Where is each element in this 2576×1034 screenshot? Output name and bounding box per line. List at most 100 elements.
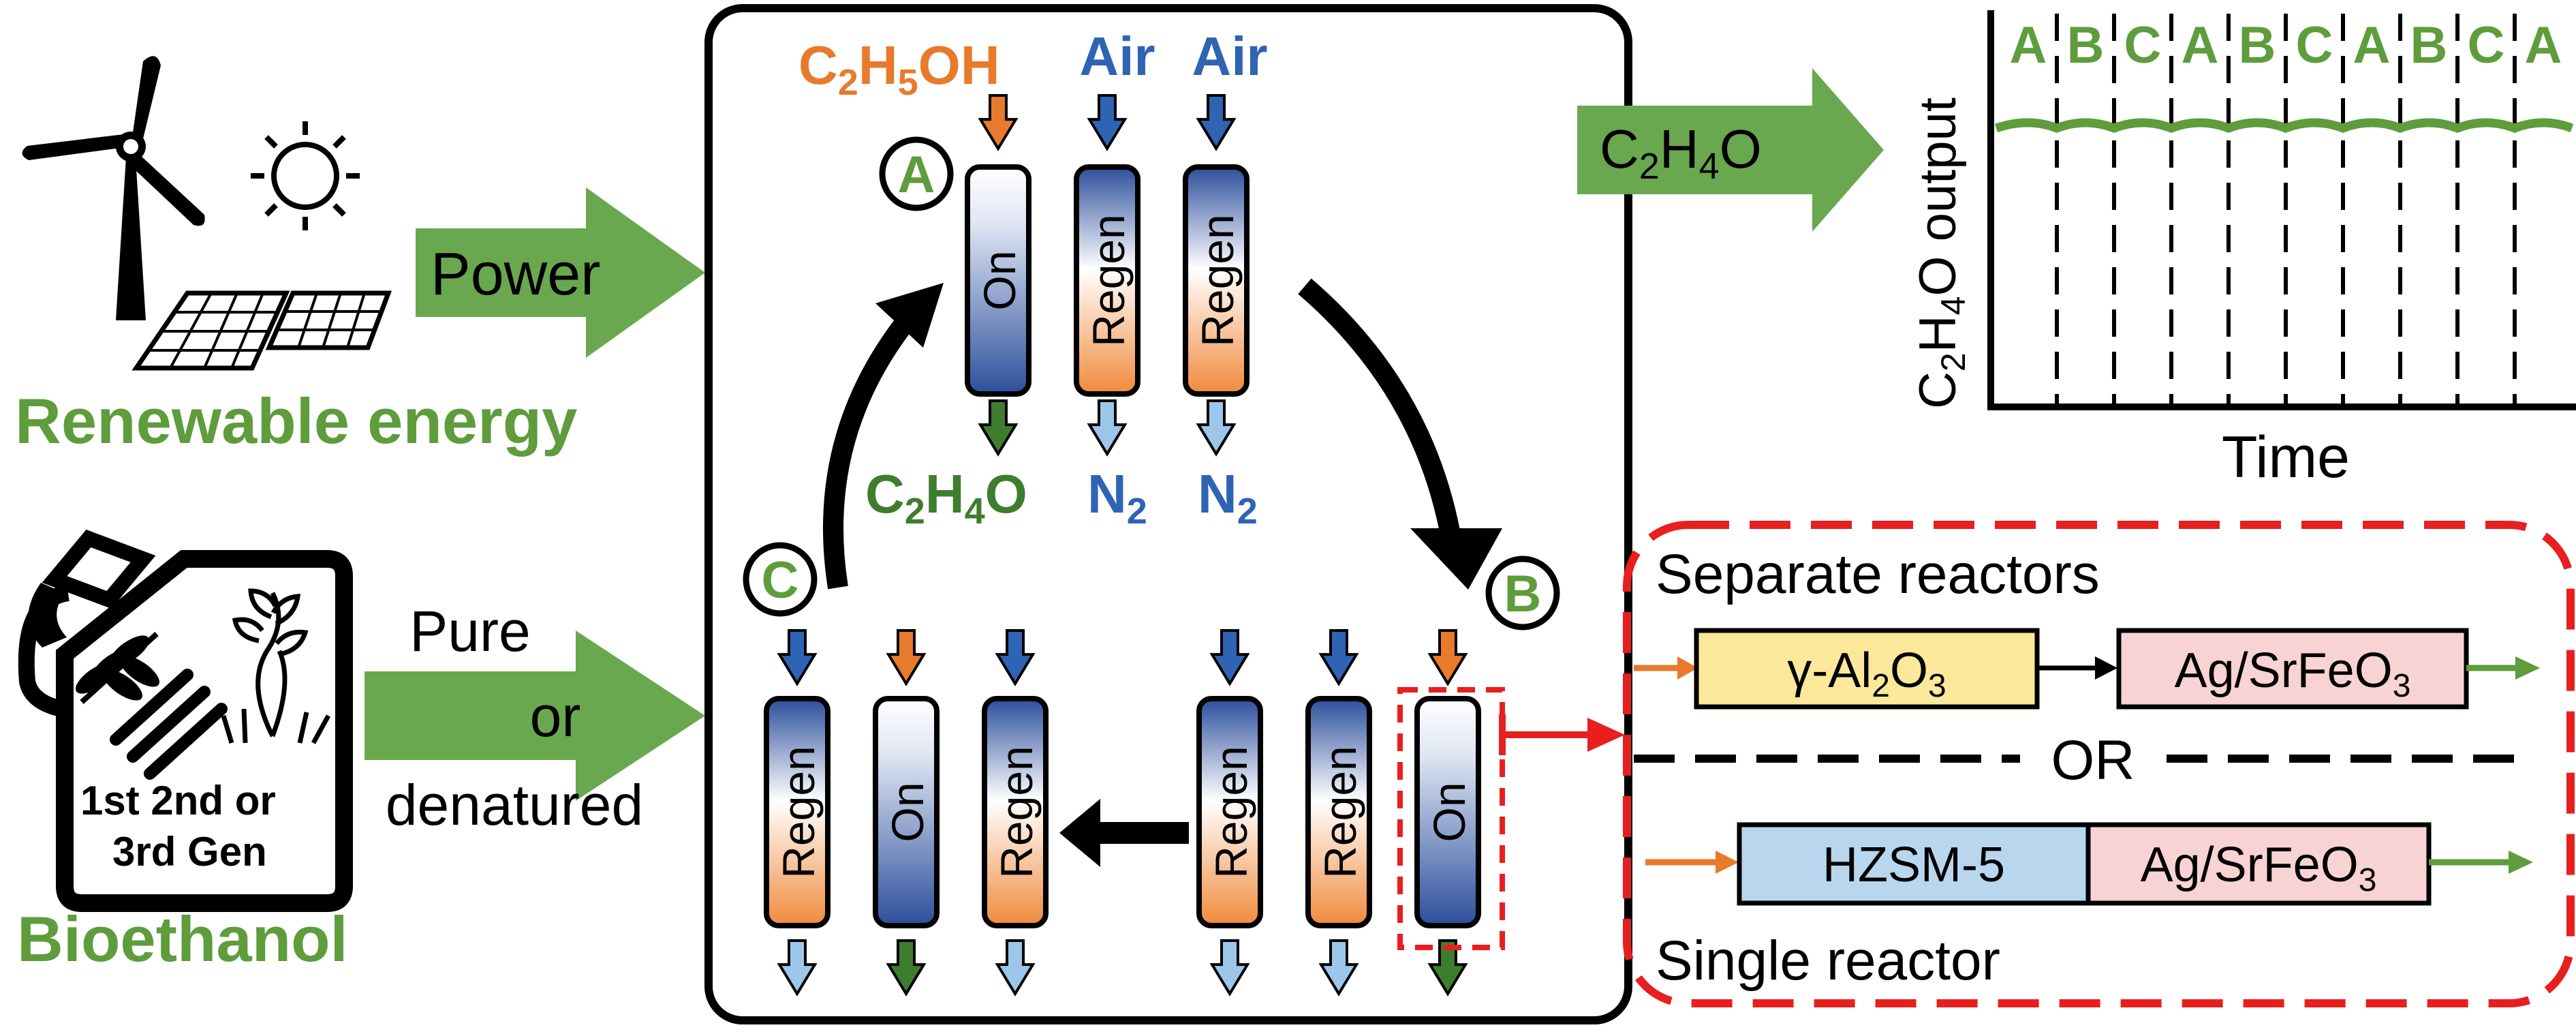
column-state-label-3: Regen	[1192, 214, 1243, 347]
plot-x-label: Time	[2222, 425, 2350, 490]
reactor-column-6: Regen	[982, 629, 1049, 997]
outlet-arrow-7	[1209, 939, 1250, 997]
algae-icon	[221, 588, 331, 744]
single-reactor-row: HZSM-5 Ag/SrFeO3	[1645, 822, 2533, 906]
plot-y-label: C2H4O output	[1909, 97, 1972, 409]
silver-label-1: Ag/SrFeO3	[2175, 643, 2411, 704]
outlet-arrow-6	[995, 939, 1036, 997]
reactor-column-5: On	[873, 629, 940, 997]
or-divider: OR	[1634, 729, 2521, 791]
output-arrow: C2H4O	[1577, 68, 1884, 232]
regen-column-2	[1074, 164, 1140, 397]
cycle-box	[704, 4, 1632, 1024]
column-state-label-9: On	[1424, 782, 1474, 842]
power-label: Power	[431, 240, 600, 307]
separate-reactors-row: γ-Al2O3 Ag/SrFeO3	[1634, 628, 2540, 710]
air-feed-label-2: Air	[1192, 26, 1267, 87]
inlet-arrow-4	[777, 629, 818, 686]
outlet-arrow-4	[777, 939, 818, 997]
column-state-label-6: Regen	[991, 746, 1042, 879]
hzsm-reactor	[1737, 822, 2091, 906]
separate-reactors-title: Separate reactors	[1656, 543, 2100, 605]
solar-panel-icon	[131, 290, 392, 371]
regen-column-6	[982, 696, 1049, 928]
state-c-marker: C	[743, 542, 818, 617]
or-label: OR	[2051, 729, 2135, 791]
inlet-arrow-5	[886, 629, 927, 686]
phase-label-9: C	[2468, 16, 2505, 74]
outlet-arrow-9	[1427, 939, 1468, 997]
hzsm-label: HZSM-5	[1822, 838, 2005, 892]
wind-turbine-icon	[22, 56, 205, 320]
cycle-arrow-c-to-a	[823, 283, 944, 590]
reactor-options-box	[1623, 521, 2575, 1007]
or-text: or	[530, 684, 581, 748]
reactor-column-8: Regen	[1305, 629, 1372, 997]
power-arrow: Power	[416, 187, 705, 358]
sun-icon	[251, 121, 360, 230]
single-reactor-title: Single reactor	[1656, 930, 2000, 992]
silver-reactor-2	[2085, 822, 2432, 906]
pure-label: Pure	[409, 599, 530, 663]
inlet-arrow-8	[1318, 629, 1359, 686]
generation-line2: 3rd Gen	[112, 829, 267, 875]
regen-column-4	[764, 696, 831, 928]
inlet-arrow-6	[995, 629, 1036, 686]
regen-column-3	[1183, 164, 1250, 397]
reactor-column-1: On	[965, 94, 1031, 457]
sugarcane-icon	[110, 669, 228, 780]
column-state-label-7: Regen	[1206, 746, 1256, 879]
phase-label-2: B	[2067, 16, 2105, 74]
phase-label-5: B	[2239, 16, 2276, 74]
outlet-arrow-5	[886, 939, 927, 997]
highlighted-reactor-box	[1397, 687, 1505, 950]
phase-label-1: A	[2010, 16, 2047, 74]
silver-reactor-1	[2116, 628, 2469, 710]
cycle-arrow-b-to-c	[1059, 799, 1189, 867]
silver-label-2: Ag/SrFeO3	[2141, 838, 2377, 898]
state-a-marker: A	[879, 136, 954, 211]
outlet-arrow-1	[978, 399, 1019, 457]
column-state-label-1: On	[974, 250, 1025, 310]
inlet-arrow-3	[1196, 94, 1237, 151]
inlet-arrow-9	[1427, 629, 1468, 686]
phase-divider-lines	[2055, 14, 2517, 406]
column-state-label-5: On	[882, 782, 933, 842]
alumina-reactor	[1694, 628, 2040, 710]
inlet-arrow-1	[978, 94, 1019, 151]
highlight-connector-arrow	[1499, 714, 1625, 755]
reactor-column-2: Regen	[1074, 94, 1140, 457]
generation-line1: 1st 2nd or	[80, 778, 276, 823]
state-c-label: C	[762, 551, 799, 609]
phase-label-7: A	[2353, 16, 2391, 74]
column-state-label-2: Regen	[1083, 214, 1134, 347]
outlet-arrow-8	[1318, 939, 1359, 997]
inlet-arrow-7	[1209, 629, 1250, 686]
alumina-label: γ-Al2O3	[1787, 643, 1946, 704]
reactor-column-4: Regen	[764, 629, 831, 997]
inlet-arrow-2	[1087, 94, 1128, 151]
renewable-energy-label: Renewable energy	[15, 385, 577, 457]
on-column-1	[965, 164, 1031, 397]
regen-column-7	[1196, 696, 1263, 928]
output-arrow-label: C2H4O	[1600, 119, 1762, 187]
outlet-arrow-2	[1087, 399, 1128, 457]
state-b-label: B	[1504, 565, 1542, 623]
phase-label-8: B	[2410, 16, 2448, 74]
air-feed-label-1: Air	[1079, 26, 1155, 87]
outlet-arrow-3	[1196, 399, 1237, 457]
cycle-arrow-a-to-b	[1298, 278, 1502, 590]
wheat-icon	[76, 632, 159, 704]
column-state-label-4: Regen	[773, 746, 824, 879]
denatured-label: denatured	[386, 773, 643, 837]
phase-label-4: A	[2182, 16, 2219, 74]
feed-arrow: Pure or denatured	[364, 599, 705, 837]
phase-label-6: C	[2296, 16, 2333, 74]
reactor-column-7: Regen	[1196, 629, 1263, 997]
on-column-9	[1414, 696, 1481, 928]
state-b-marker: B	[1485, 556, 1560, 630]
on-column-5	[873, 696, 940, 928]
output-trace	[1994, 118, 2574, 133]
